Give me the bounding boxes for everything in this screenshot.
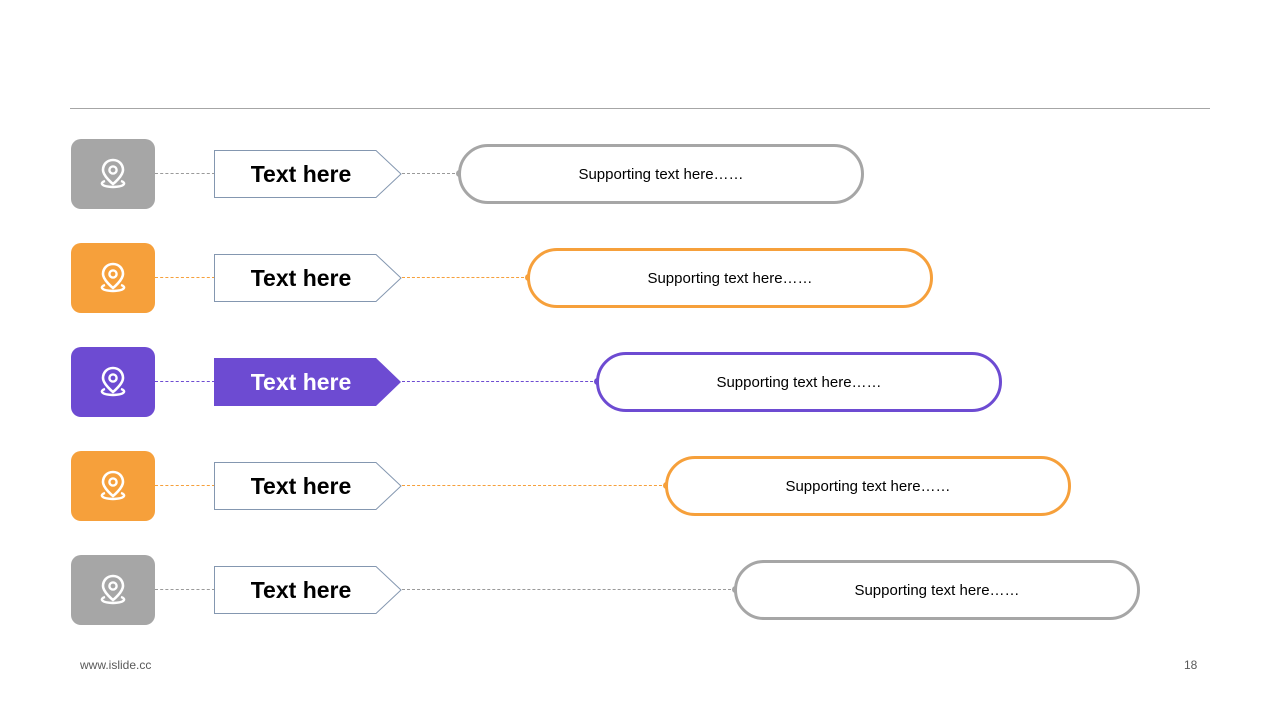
connector-line xyxy=(155,173,215,174)
connector-line xyxy=(155,485,215,486)
row-item: Text here Supporting text here…… xyxy=(0,139,1280,209)
tag-label: Text here xyxy=(250,369,352,395)
tag-label: Text here xyxy=(250,577,352,603)
supporting-text-pill: Supporting text here…… xyxy=(527,248,933,308)
supporting-text-pill: Supporting text here…… xyxy=(665,456,1071,516)
row-item: Text here Supporting text here…… xyxy=(0,347,1280,417)
row-item: Text here Supporting text here…… xyxy=(0,555,1280,625)
location-pin-icon xyxy=(71,555,155,625)
tag-label: Text here xyxy=(250,265,352,291)
connector-line xyxy=(402,381,598,382)
supporting-text-pill: Supporting text here…… xyxy=(458,144,864,204)
connector-line xyxy=(402,173,460,174)
tag-box: Text here xyxy=(214,566,402,614)
location-pin-icon xyxy=(71,347,155,417)
tag-box-highlighted: Text here xyxy=(214,358,402,406)
top-divider xyxy=(70,108,1210,109)
connector-line xyxy=(155,277,215,278)
connector-line xyxy=(402,589,736,590)
tag-label: Text here xyxy=(250,161,352,187)
location-pin-icon xyxy=(71,451,155,521)
tag-box: Text here xyxy=(214,150,402,198)
tag-box: Text here xyxy=(214,254,402,302)
connector-line xyxy=(402,277,529,278)
tag-label: Text here xyxy=(250,473,352,499)
location-pin-icon xyxy=(71,139,155,209)
location-pin-icon xyxy=(71,243,155,313)
row-item: Text here Supporting text here…… xyxy=(0,243,1280,313)
connector-line xyxy=(155,589,215,590)
footer-url[interactable]: www.islide.cc xyxy=(80,658,152,672)
page-number: 18 xyxy=(1184,658,1198,672)
row-item: Text here Supporting text here…… xyxy=(0,451,1280,521)
connector-line xyxy=(155,381,215,382)
supporting-text-pill: Supporting text here…… xyxy=(596,352,1002,412)
tag-box: Text here xyxy=(214,462,402,510)
connector-line xyxy=(402,485,667,486)
supporting-text-pill: Supporting text here…… xyxy=(734,560,1140,620)
